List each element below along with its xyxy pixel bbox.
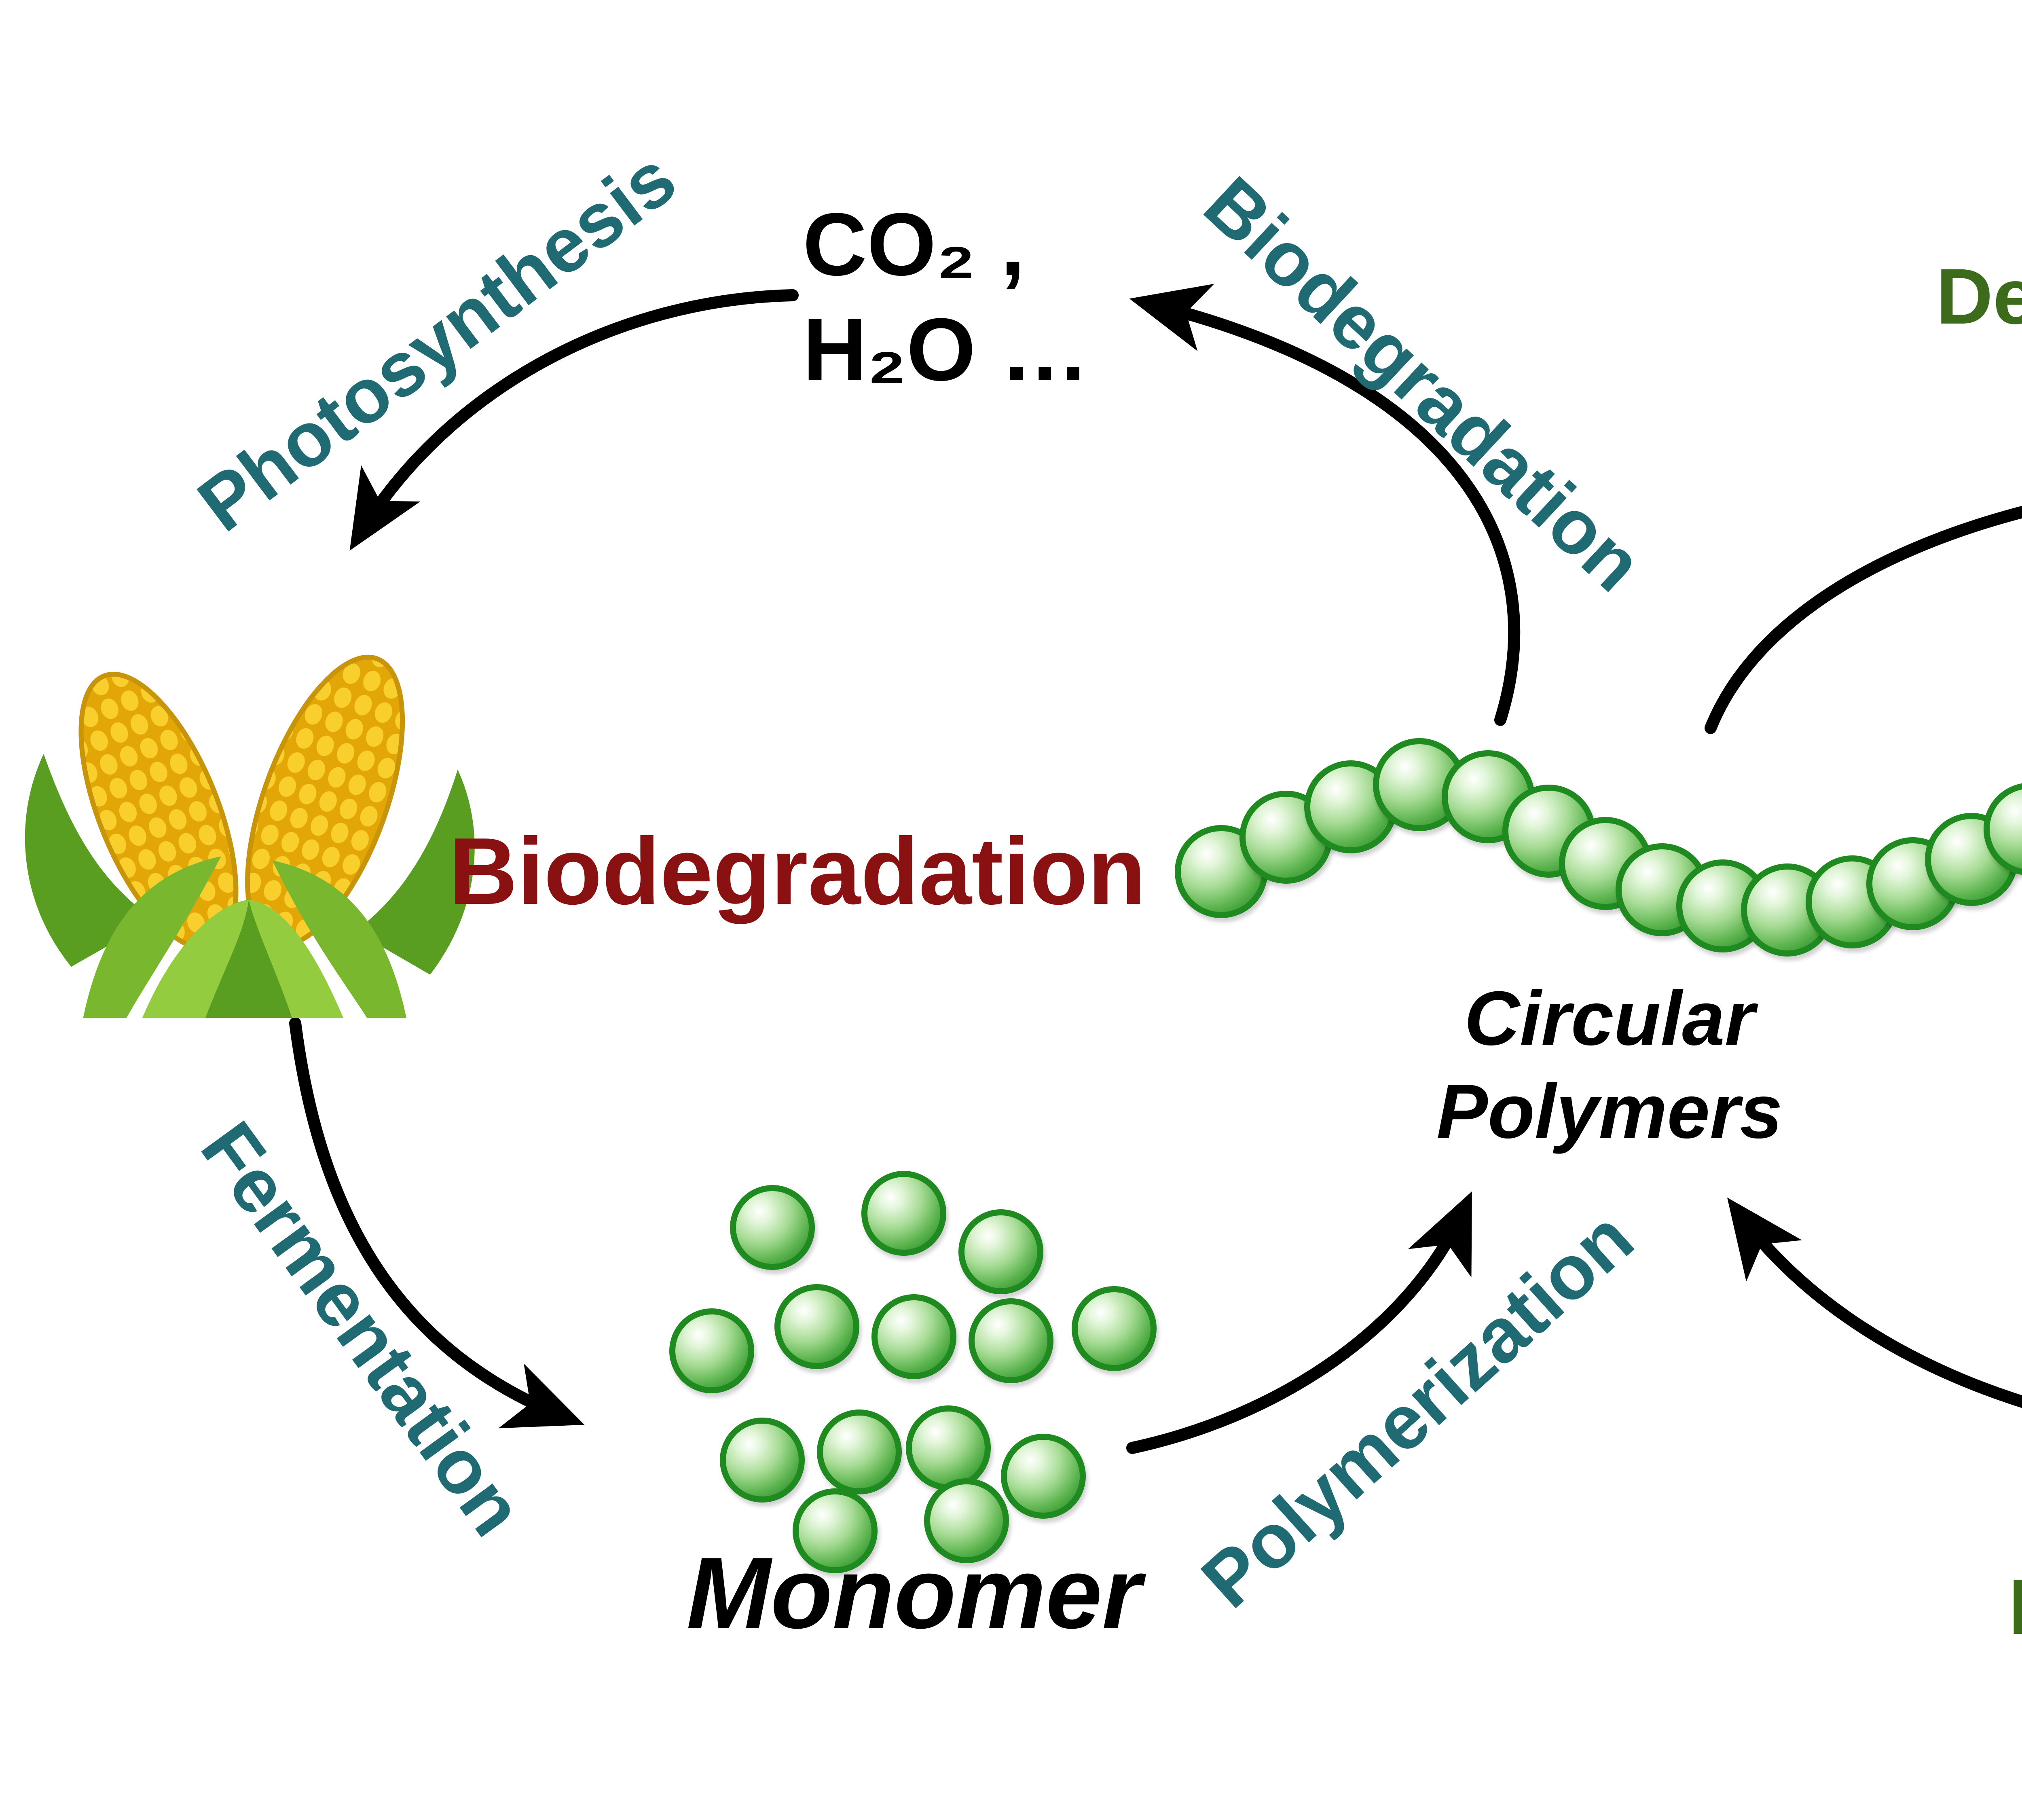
- polymer-bead: [1373, 738, 1466, 831]
- monomer-left-label: Monomer: [686, 1537, 1142, 1650]
- polymer-bead: [1304, 760, 1397, 853]
- polymer-bead: [1175, 825, 1268, 918]
- polymer-bead: [1676, 859, 1769, 952]
- monomer-sphere: [1072, 1286, 1157, 1371]
- polymer-bead: [1442, 750, 1535, 843]
- fermentation-label: Fermentation: [183, 1108, 538, 1552]
- polymer-bead: [1502, 785, 1595, 878]
- monomer-sphere: [720, 1418, 805, 1503]
- polymer-bead: [1866, 837, 1959, 930]
- polymer-bead: [1616, 843, 1709, 936]
- polymer-bead: [1239, 791, 1332, 884]
- co2-line: CO₂ ,: [803, 196, 1025, 295]
- polymer-bead: [1984, 783, 2022, 876]
- polymerization-right-label: Polymerization: [2008, 1565, 2022, 1654]
- polymer-bead: [1806, 855, 1899, 948]
- h2o-line: H₂O …: [803, 301, 1089, 400]
- polymer-bead: [1741, 863, 1834, 957]
- depolymerization-label: Depolymerization: [1936, 255, 2022, 342]
- monomer-sphere: [871, 1294, 956, 1379]
- polymerization-left-label: Polymerization: [1187, 1196, 1650, 1625]
- monomer-sphere: [969, 1298, 1053, 1383]
- monomer-sphere: [1001, 1434, 1086, 1519]
- biodegradation-arrow-label: Biodegradation: [1187, 162, 1657, 609]
- monomer-sphere: [958, 1209, 1043, 1294]
- biodegradation-title: Biodegradation: [449, 817, 1146, 924]
- depolymerization-arrow: [1705, 506, 2022, 734]
- photosynthesis-label: Photosynthesis: [184, 137, 692, 549]
- polymerization-right-arrow: [1727, 1197, 2022, 1408]
- monomer-sphere: [774, 1284, 859, 1369]
- polymer-bead: [1925, 813, 2018, 906]
- circular-polymers-label: Circular Polymers: [1436, 974, 1782, 1162]
- corn-icon: [25, 654, 475, 1018]
- circular-line: Circular: [1464, 978, 1755, 1063]
- polymer-bead: [1559, 817, 1652, 910]
- monomer-sphere: [861, 1171, 946, 1256]
- monomer-sphere: [817, 1409, 902, 1494]
- polymers-line: Polymers: [1436, 1072, 1783, 1157]
- monomer-sphere: [906, 1405, 991, 1490]
- monomer-sphere: [730, 1185, 815, 1270]
- monomer-sphere: [669, 1308, 754, 1393]
- co2-h2o-text: CO₂ , H₂O …: [803, 194, 1089, 404]
